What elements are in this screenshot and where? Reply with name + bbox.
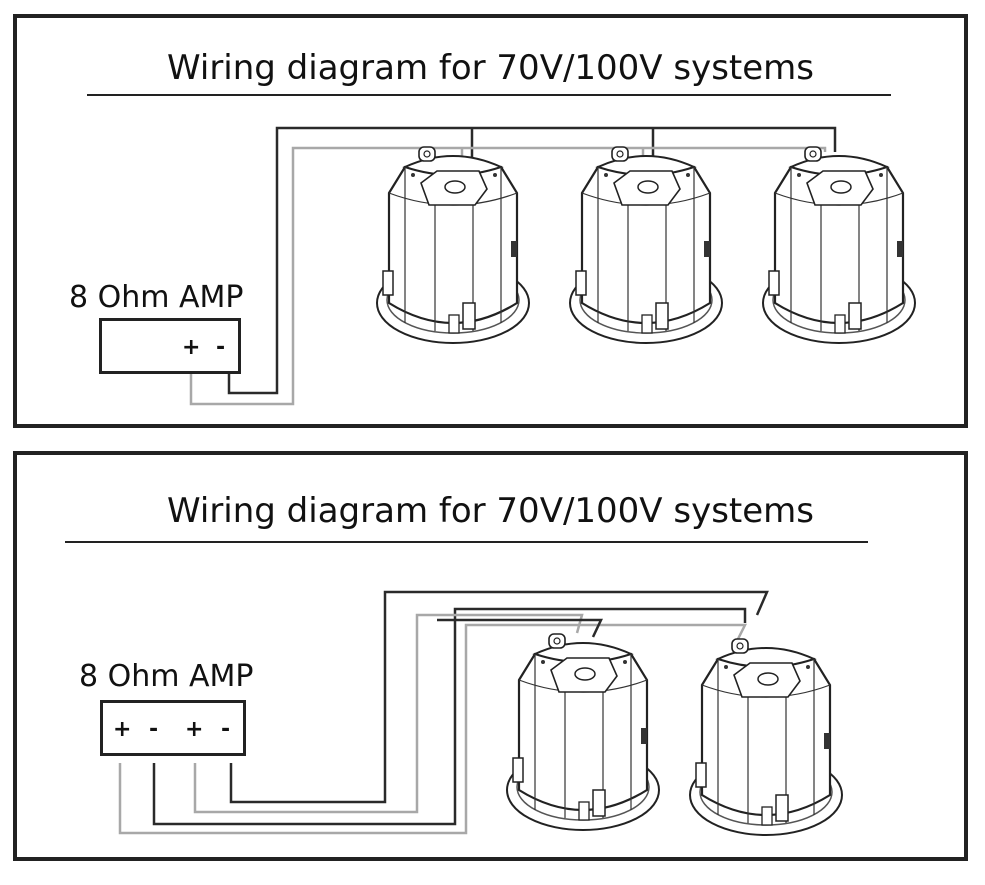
positive-wire: [189, 146, 827, 406]
negative-wire: [227, 126, 837, 395]
amplifier-box: + -: [99, 318, 241, 374]
terminal-positive: +: [182, 335, 201, 360]
negative-wire-speaker-2: [152, 607, 747, 826]
wiring-lines: [189, 126, 917, 406]
negative-wire-speaker-1: [229, 590, 769, 804]
negative-wire-speaker-1-tap: [437, 618, 603, 638]
diagram-title: Wiring diagram for 70V/100V systems: [167, 48, 814, 88]
wiring-diagram-three-speakers: Wiring diagram for 70V/100V systems 8 Oh…: [13, 14, 968, 428]
ceiling-speaker-icon: [688, 637, 844, 837]
amp-label: 8 Ohm AMP: [79, 659, 254, 694]
title-underline: [65, 541, 868, 543]
terminal-negative: -: [149, 717, 159, 742]
ceiling-speaker-icon: [505, 632, 661, 832]
ceiling-speaker-icon: [568, 145, 724, 345]
terminal-negative: -: [216, 335, 226, 360]
ceiling-speaker-icon: [761, 145, 917, 345]
wiring-lines: [118, 590, 844, 837]
amplifier-box: + - + -: [100, 700, 246, 756]
terminal-positive: +: [113, 717, 132, 742]
positive-wire-speaker-2: [118, 623, 748, 835]
terminal-negative: -: [221, 717, 231, 742]
terminal-positive: +: [185, 717, 204, 742]
wiring-diagram-two-speakers: Wiring diagram for 70V/100V systems 8 Oh…: [13, 451, 968, 861]
diagram-title: Wiring diagram for 70V/100V systems: [167, 491, 814, 531]
positive-wire-speaker-1: [193, 613, 584, 814]
ceiling-speaker-icon: [375, 145, 531, 345]
title-underline: [87, 94, 891, 96]
amp-label: 8 Ohm AMP: [69, 280, 244, 315]
